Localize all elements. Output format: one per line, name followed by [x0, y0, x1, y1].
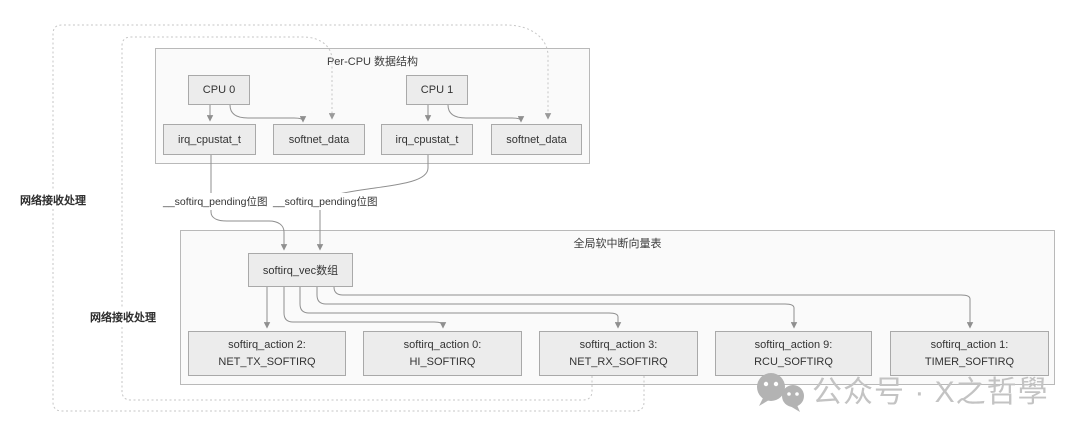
softirq-action-timer-box: softirq_action 1: TIMER_SOFTIRQ	[890, 331, 1049, 376]
network-receive-label-outer: 网络接收处理	[17, 191, 89, 209]
action-net-rx-line1: softirq_action 3:	[579, 338, 658, 351]
action-rcu-line2: RCU_SOFTIRQ	[754, 355, 833, 368]
arrow-vec-to-rcu	[316, 287, 798, 329]
arrow-vec-to-net-rx	[299, 287, 622, 329]
softirq-action-net-tx-box: softirq_action 2: NET_TX_SOFTIRQ	[188, 331, 346, 376]
softirq-pending-label-left: __softirq_pending位图	[161, 193, 270, 210]
irq-cpustat-right-label: irq_cpustat_t	[395, 133, 459, 146]
softnet-data-right-box: softnet_data	[491, 124, 582, 155]
percpu-container-title: Per-CPU 数据结构	[326, 56, 419, 68]
cpu0-box: CPU 0	[188, 75, 250, 105]
network-receive-label-inner: 网络接收处理	[87, 308, 159, 326]
cpu1-label: CPU 1	[420, 84, 454, 96]
softirq-action-hi-box: softirq_action 0: HI_SOFTIRQ	[363, 331, 522, 376]
cpu1-box: CPU 1	[406, 75, 468, 105]
arrow-irq-left-to-softirq-vec	[210, 153, 288, 251]
action-hi-line1: softirq_action 0:	[403, 338, 482, 351]
arrow-cpu0-to-softnet	[229, 104, 307, 123]
action-timer-line2: TIMER_SOFTIRQ	[924, 355, 1015, 368]
action-timer-line1: softirq_action 1:	[930, 338, 1009, 351]
softnet-data-left-label: softnet_data	[288, 133, 350, 146]
softirq-vec-box: softirq_vec数组	[248, 253, 353, 287]
irq-cpustat-left-box: irq_cpustat_t	[163, 124, 256, 155]
watermark-text: 公众号 · X之哲學	[812, 376, 1049, 409]
arrow-vec-to-hi	[283, 287, 447, 329]
softirq-action-net-rx-box: softirq_action 3: NET_RX_SOFTIRQ	[539, 331, 698, 376]
irq-cpustat-right-box: irq_cpustat_t	[381, 124, 473, 155]
action-net-tx-line2: NET_TX_SOFTIRQ	[218, 355, 316, 368]
arrow-vec-to-timer	[333, 286, 974, 329]
softnet-data-left-box: softnet_data	[273, 124, 365, 155]
dotted-loop-netrx-to-softnet-cpu1	[52, 24, 645, 412]
action-rcu-line1: softirq_action 9:	[754, 338, 833, 351]
wechat-icon	[757, 373, 804, 412]
action-net-rx-line2: NET_RX_SOFTIRQ	[569, 355, 668, 368]
global-vector-table-title: 全局软中断向量表	[573, 238, 662, 250]
softirq-pending-label-right: __softirq_pending位图	[271, 193, 380, 210]
watermark: 公众号 · X之哲學	[752, 371, 1049, 415]
softnet-data-right-label: softnet_data	[506, 133, 567, 146]
softirq-action-rcu-box: softirq_action 9: RCU_SOFTIRQ	[715, 331, 872, 376]
cpu0-label: CPU 0	[202, 84, 236, 96]
irq-cpustat-left-label: irq_cpustat_t	[178, 133, 241, 146]
softirq-vec-label: softirq_vec数组	[262, 265, 339, 277]
action-net-tx-line1: softirq_action 2:	[228, 338, 306, 351]
action-hi-line2: HI_SOFTIRQ	[409, 355, 476, 368]
arrow-cpu1-to-softnet	[447, 104, 525, 123]
